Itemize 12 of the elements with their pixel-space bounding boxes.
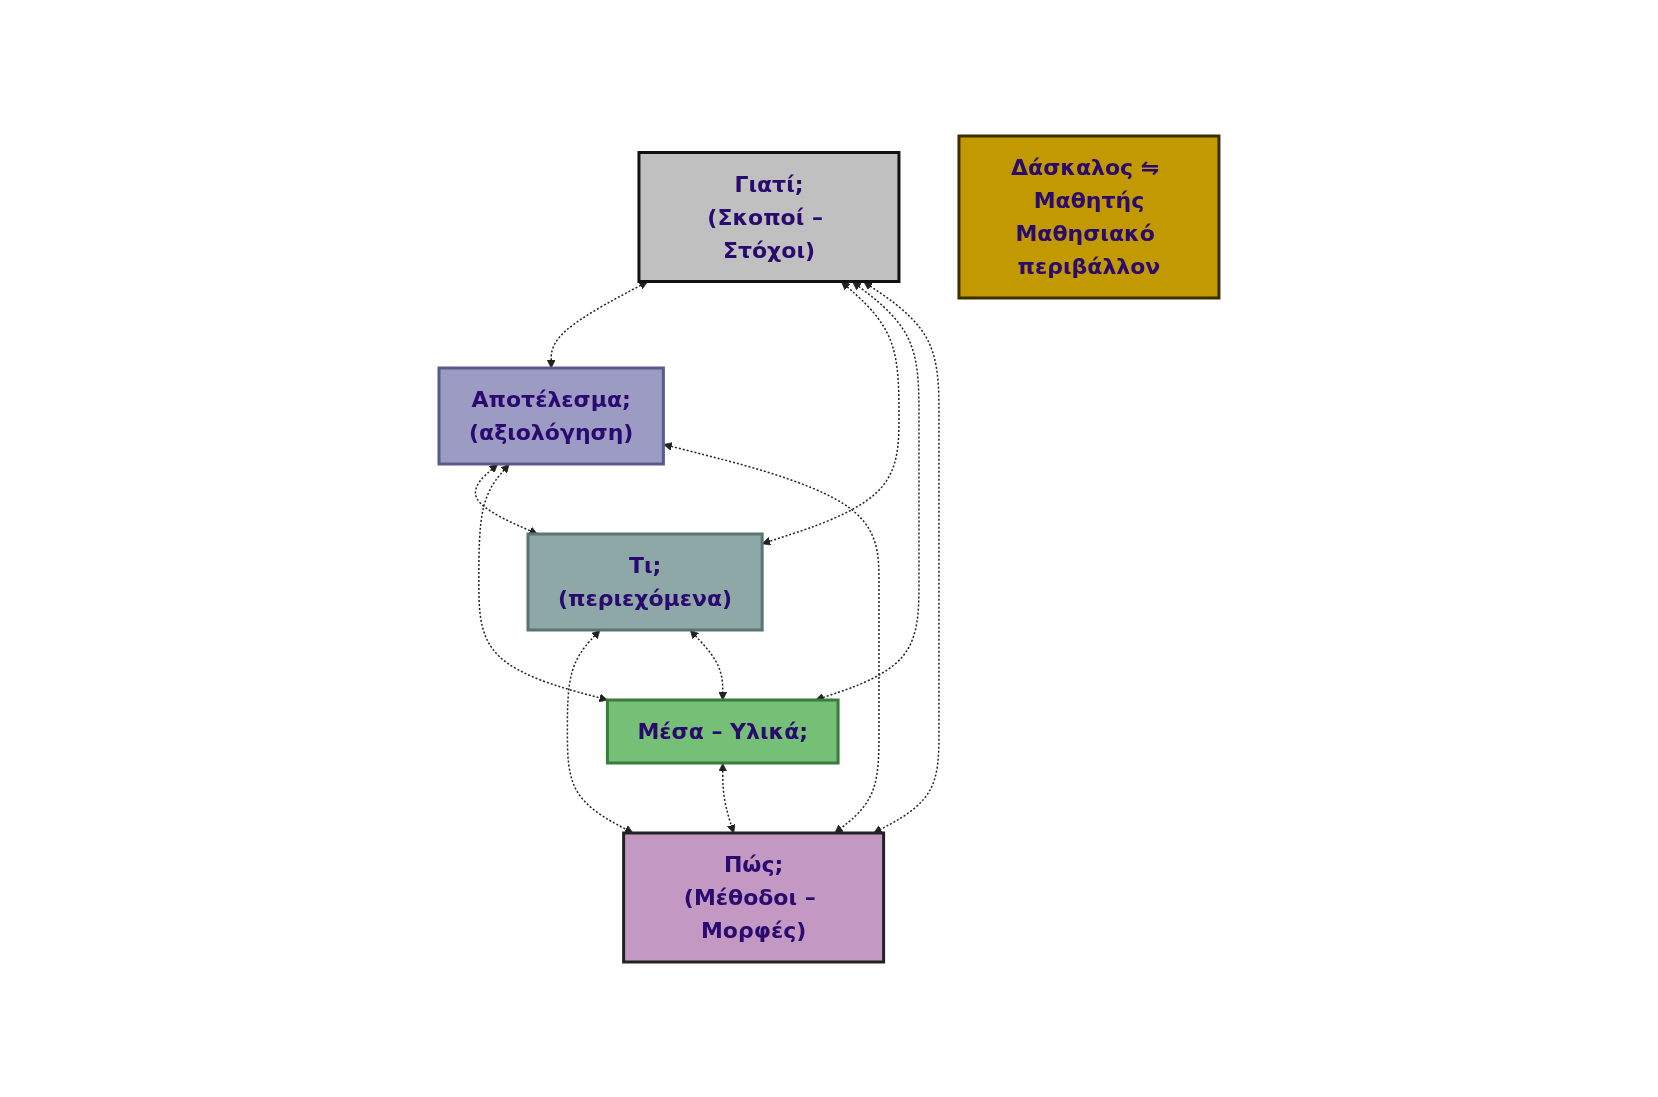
node-box: Δάσκαλος ⇋ Μαθητής Μαθησιακό περιβάλλον [957, 134, 1221, 299]
node-box: Πώς; (Μέθοδοι – Μορφές) [622, 831, 886, 963]
arrow [478, 463, 608, 702]
node-box: Τι; (περιεχόμενα) [526, 532, 764, 631]
node-box: Μέσα – Υλικά; [605, 698, 840, 764]
arrow [566, 629, 634, 833]
arrow [546, 280, 648, 368]
node-box: Αποτέλεσμα; (αξιολόγηση) [437, 366, 665, 465]
arrow [689, 629, 728, 700]
node-box: Γιατί; (Σκοποί – Στόχοι) [637, 150, 901, 283]
arrow [718, 762, 736, 833]
arrow [663, 441, 880, 833]
